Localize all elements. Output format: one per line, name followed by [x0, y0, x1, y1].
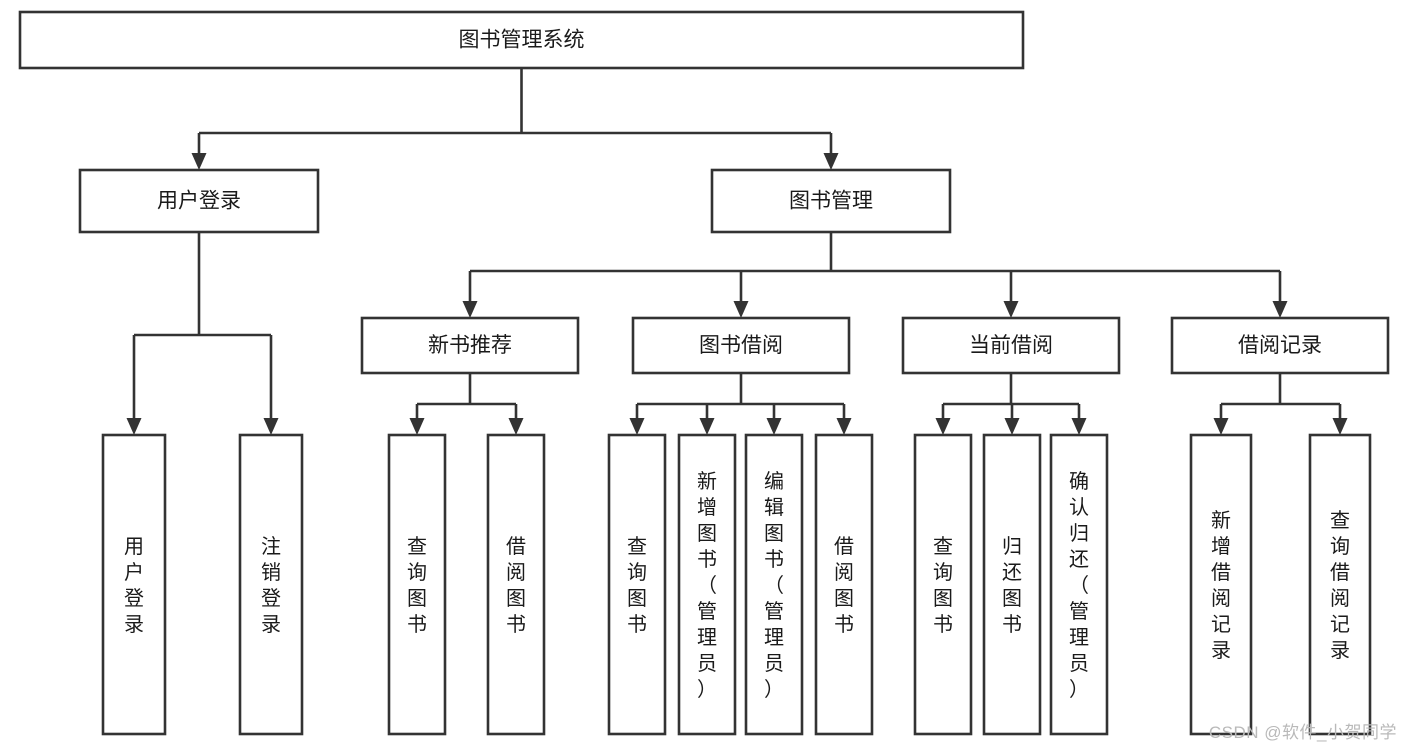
node-recommend-borrow-book[interactable]: 借阅图书 [486, 433, 546, 736]
node-new-book-recommend[interactable]: 新书推荐 [360, 316, 580, 375]
arrow-head-icon [1332, 418, 1348, 435]
arrow-head-icon [733, 301, 749, 318]
node-label-recommend-borrow-book: 借阅图书 [506, 535, 526, 636]
node-label-user-login: 用户登录 [157, 190, 241, 213]
csdn-watermark: CSDN @软件_小贺同学 [1208, 723, 1397, 742]
node-label-current-return-book: 归还图书 [1002, 535, 1022, 636]
node-label-current-query-book: 查询图书 [933, 535, 953, 636]
node-book-manage[interactable]: 图书管理 [710, 168, 952, 234]
node-user-login[interactable]: 用户登录 [78, 168, 320, 234]
node-current-return-book[interactable]: 归还图书 [982, 433, 1042, 736]
node-user-login-do[interactable]: 用户登录 [101, 433, 167, 736]
node-borrow-lend-book[interactable]: 借阅图书 [814, 433, 874, 736]
arrow-head-icon [1071, 418, 1087, 435]
node-label-current-confirm-return: 确认归还（管理员） [1069, 470, 1089, 701]
arrow-head-icon [935, 418, 951, 435]
node-label-current-borrow: 当前借阅 [969, 334, 1053, 357]
node-label-record-query: 查询借阅记录 [1330, 509, 1350, 662]
node-label-book-manage: 图书管理 [789, 190, 873, 213]
node-book-borrow[interactable]: 图书借阅 [631, 316, 851, 375]
node-label-record-add: 新增借阅记录 [1211, 509, 1231, 662]
node-label-root: 图书管理系统 [459, 29, 585, 52]
arrow-head-icon [836, 418, 852, 435]
node-borrow-edit-book[interactable]: 编辑图书（管理员） [744, 433, 804, 736]
node-label-borrow-query-book: 查询图书 [627, 535, 647, 636]
node-user-logout[interactable]: 注销登录 [238, 433, 304, 736]
node-label-recommend-query-book: 查询图书 [407, 535, 427, 636]
node-record-add[interactable]: 新增借阅记录 [1189, 433, 1253, 736]
arrow-head-icon [409, 418, 425, 435]
node-current-borrow[interactable]: 当前借阅 [901, 316, 1121, 375]
node-label-user-login-do: 用户登录 [124, 536, 144, 636]
node-label-borrow-lend-book: 借阅图书 [834, 535, 854, 636]
arrow-head-icon [263, 418, 279, 435]
nodes-layer: 图书管理系统用户登录用户登录注销登录图书管理新书推荐查询图书借阅图书图书借阅查询… [18, 10, 1390, 736]
connectors-layer [126, 68, 1348, 435]
node-recommend-query-book[interactable]: 查询图书 [387, 433, 447, 736]
node-label-borrow-add-book: 新增图书（管理员） [697, 470, 717, 701]
arrow-head-icon [1213, 418, 1229, 435]
node-label-user-logout: 注销登录 [261, 535, 281, 636]
node-label-book-borrow: 图书借阅 [699, 334, 783, 357]
node-label-borrow-record: 借阅记录 [1238, 334, 1322, 357]
node-root[interactable]: 图书管理系统 [18, 10, 1025, 70]
arrow-head-icon [699, 418, 715, 435]
arrow-head-icon [462, 301, 478, 318]
arrow-head-icon [1004, 418, 1020, 435]
node-record-query[interactable]: 查询借阅记录 [1308, 433, 1372, 736]
node-borrow-query-book[interactable]: 查询图书 [607, 433, 667, 736]
node-label-new-book-recommend: 新书推荐 [428, 334, 512, 357]
arrow-head-icon [629, 418, 645, 435]
node-borrow-add-book[interactable]: 新增图书（管理员） [677, 433, 737, 736]
arrow-head-icon [191, 153, 207, 170]
node-current-confirm-return[interactable]: 确认归还（管理员） [1049, 433, 1109, 736]
node-current-query-book[interactable]: 查询图书 [913, 433, 973, 736]
node-borrow-record[interactable]: 借阅记录 [1170, 316, 1390, 375]
node-label-borrow-edit-book: 编辑图书（管理员） [764, 470, 784, 701]
arrow-head-icon [126, 418, 142, 435]
arrow-head-icon [766, 418, 782, 435]
arrow-head-icon [1272, 301, 1288, 318]
arrow-head-icon [1003, 301, 1019, 318]
arrow-head-icon [508, 418, 524, 435]
arrow-head-icon [823, 153, 839, 170]
